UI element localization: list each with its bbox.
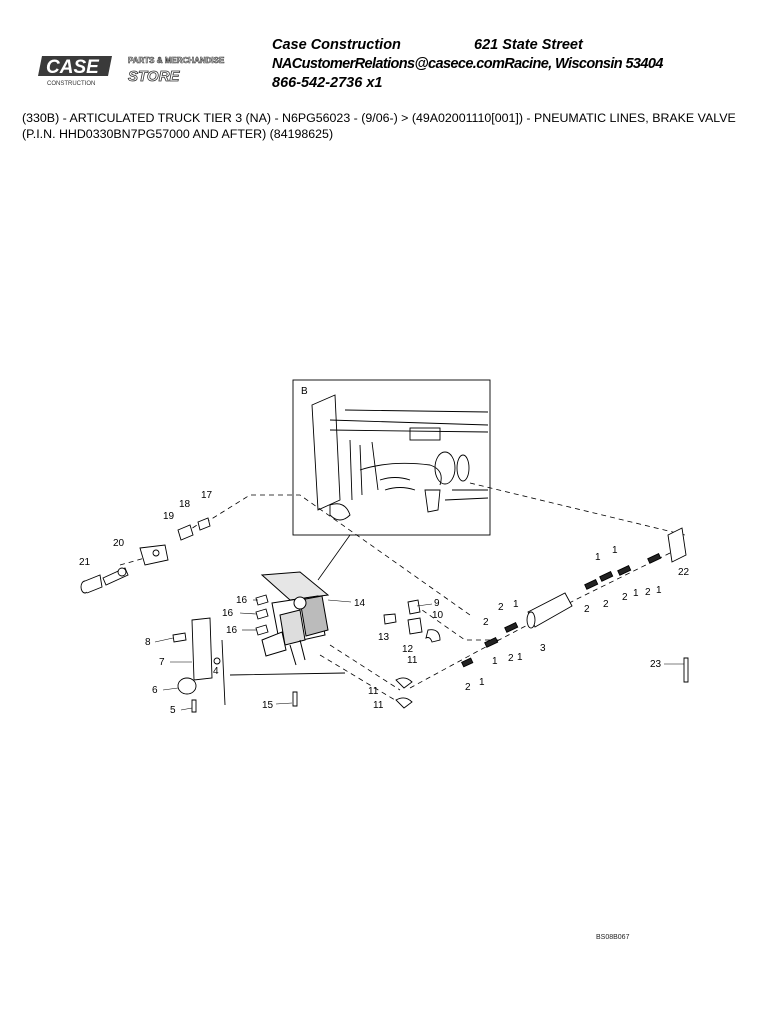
callout-12: 12 [402,644,414,655]
callout-23: 23 [650,659,662,670]
parts-diagram: B [79,379,690,716]
callout-10: 10 [432,610,444,621]
callout-1: 1 [479,677,485,688]
logo-store-line1: PARTS & MERCHANDISE [128,56,225,65]
callout-2: 2 [465,682,471,693]
part-8-bolt [172,632,187,643]
callout-2: 2 [622,592,628,603]
part-4-nut [213,657,221,665]
callout-1: 1 [517,652,523,663]
callout-21: 21 [79,557,91,568]
callout-5: 5 [170,705,176,716]
callout-17: 17 [201,490,213,501]
logo-brand: CASE [46,57,100,78]
callout-11: 11 [368,686,379,697]
part-6-clamp [177,677,197,695]
part-18-nut [177,524,194,541]
callout-7: 7 [159,657,165,668]
part-12-tee [407,617,423,635]
callout-2: 2 [584,604,590,615]
callout-9: 9 [434,598,440,609]
case-store-logo: CASE CONSTRUCTION PARTS & MERCHANDISE ST… [38,56,225,87]
part-19-bracket [139,544,169,566]
part-20-switch [102,567,129,586]
part-23-pin [683,657,689,683]
callout-1: 1 [656,585,662,596]
callout-14: 14 [354,598,366,609]
callout-16: 16 [226,625,238,636]
phone-number: 866-542-2736 x1 [272,75,383,91]
callout-2: 2 [508,653,514,664]
callout-1: 1 [492,656,498,667]
part-description: (330B) - ARTICULATED TRUCK TIER 3 (NA) -… [22,110,752,142]
callout-1: 1 [595,552,601,563]
part-4-leader [221,639,346,706]
hose-couplings [461,553,662,668]
part-14-brake-valve [260,571,330,666]
logo-store-line2: STORE [128,68,180,85]
part-15-bolt [292,691,298,707]
part-21-fitting [80,574,103,594]
logo-sub: CONSTRUCTION [47,81,95,87]
part-16-fitting-b [255,608,269,620]
callout-19: 19 [163,511,175,522]
part-16-fitting-c [255,624,269,636]
part-22-bulkhead [667,527,687,563]
description-line-2: (P.I.N. HHD0330BN7PG57000 AND AFTER) (84… [22,127,334,141]
inset-leader [317,534,351,581]
inset-view-b [292,379,491,536]
company-name: Case Construction [272,37,401,53]
email-and-city: NACustomerRelations@casece.comRacine, Wi… [272,56,663,72]
callout-2: 2 [498,602,504,613]
callout-8: 8 [145,637,151,648]
street-address: 621 State Street [474,37,583,53]
callout-16: 16 [236,595,248,606]
part-17-fitting [197,517,211,531]
inset-label: B [301,386,308,397]
callout-6: 6 [152,685,158,696]
callout-15: 15 [262,700,274,711]
callout-20: 20 [113,538,125,549]
callout-labels: 1 1 1 1 1 1 1 1 2 2 2 2 2 2 2 2 3 4 5 6 … [79,490,690,716]
callout-2: 2 [483,617,489,628]
callout-1: 1 [612,545,618,556]
description-line-1: (330B) - ARTICULATED TRUCK TIER 3 (NA) -… [22,111,736,125]
callout-2: 2 [603,599,609,610]
callout-11: 11 [373,700,384,711]
drawing-code: BS08B067 [596,934,630,941]
part-5-screw [191,699,197,713]
callout-16: 16 [222,608,234,619]
part-11-clip-b [395,697,413,709]
routing-lines [119,482,686,701]
callout-1: 1 [513,599,519,610]
callout-1: 1 [633,588,639,599]
part-13-fitting [383,613,397,625]
part-7-bracket [191,617,213,681]
part-10-elbow [425,629,441,643]
callout-3: 3 [540,643,546,654]
callout-11: 11 [407,655,418,666]
callout-2: 2 [645,587,651,598]
part-11-clip-a [395,677,413,689]
callout-13: 13 [378,632,390,643]
callout-leaders [154,599,684,711]
callout-22: 22 [678,567,690,578]
part-16-fitting-a [255,594,269,606]
callout-4: 4 [213,666,219,677]
callout-18: 18 [179,499,191,510]
part-9-fitting [407,599,421,615]
